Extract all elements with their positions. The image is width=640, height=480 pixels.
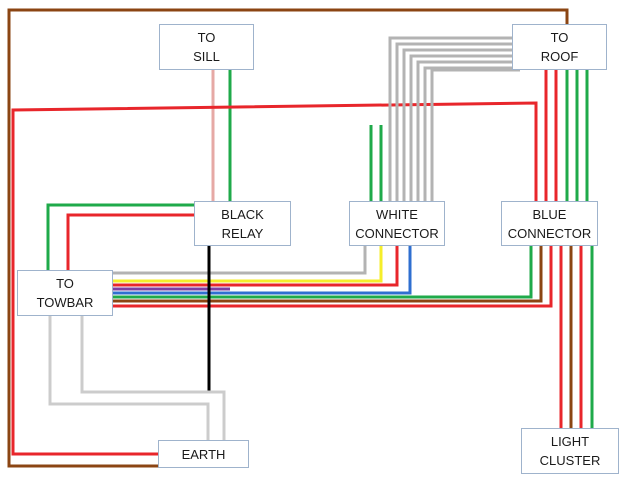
to-towbar-line2: TOWBAR xyxy=(36,295,94,310)
light-cluster-box: LIGHT CLUSTER xyxy=(521,428,619,474)
grey-wire-1 xyxy=(388,36,514,202)
light-cluster-line1: LIGHT xyxy=(550,434,590,449)
black-relay-line2: RELAY xyxy=(221,225,264,241)
to-towbar-box: TO TOWBAR xyxy=(17,270,113,316)
black-relay-line1: BLACK xyxy=(221,206,264,222)
towbar-blue-wire xyxy=(112,245,412,295)
towbar-grey-wire xyxy=(112,245,367,275)
grey-wire-7 xyxy=(430,68,520,202)
grey-wire-5 xyxy=(416,60,514,202)
grey-wire-4 xyxy=(409,54,514,202)
white-connector-line1: WHITE xyxy=(376,206,418,222)
grey-wire-6 xyxy=(423,66,514,202)
to-sill-line1: TO xyxy=(197,30,216,45)
black-relay-box: BLACK RELAY xyxy=(194,201,291,246)
to-sill-line2: SILL xyxy=(193,49,220,64)
towbar-red-relay-wire xyxy=(66,213,196,270)
blue-connector-box: BLUE CONNECTOR xyxy=(501,201,598,246)
red-roof-earth-wire xyxy=(11,101,538,456)
light-cluster-line2: CLUSTER xyxy=(539,453,601,468)
towbar-yellow-wire xyxy=(112,245,383,283)
towbar-earth-grey-wire-1 xyxy=(48,316,210,440)
towbar-red-blue-wire xyxy=(112,245,553,308)
grey-wire-2 xyxy=(395,42,514,202)
to-sill-box: TO SILL xyxy=(159,24,254,70)
towbar-earth-grey-wire-2 xyxy=(80,316,226,440)
earth-box: EARTH xyxy=(158,440,249,468)
towbar-brown-wire xyxy=(112,245,543,303)
towbar-green-relay-wire xyxy=(46,203,196,270)
grey-wire-3 xyxy=(402,48,514,202)
brown-outer-wire xyxy=(7,8,569,468)
to-roof-line1: TO xyxy=(550,30,569,45)
blue-connector-line2: CONNECTOR xyxy=(507,225,592,241)
to-roof-line2: ROOF xyxy=(540,49,579,64)
towbar-red-white-wire xyxy=(112,245,399,287)
to-roof-box: TO ROOF xyxy=(512,24,607,70)
white-connector-box: WHITE CONNECTOR xyxy=(349,201,445,246)
earth-label: EARTH xyxy=(181,446,226,462)
blue-connector-line1: BLUE xyxy=(532,206,567,222)
towbar-green-blue-wire xyxy=(112,245,533,299)
to-towbar-line1: TO xyxy=(56,276,74,291)
white-connector-line2: CONNECTOR xyxy=(355,225,439,241)
